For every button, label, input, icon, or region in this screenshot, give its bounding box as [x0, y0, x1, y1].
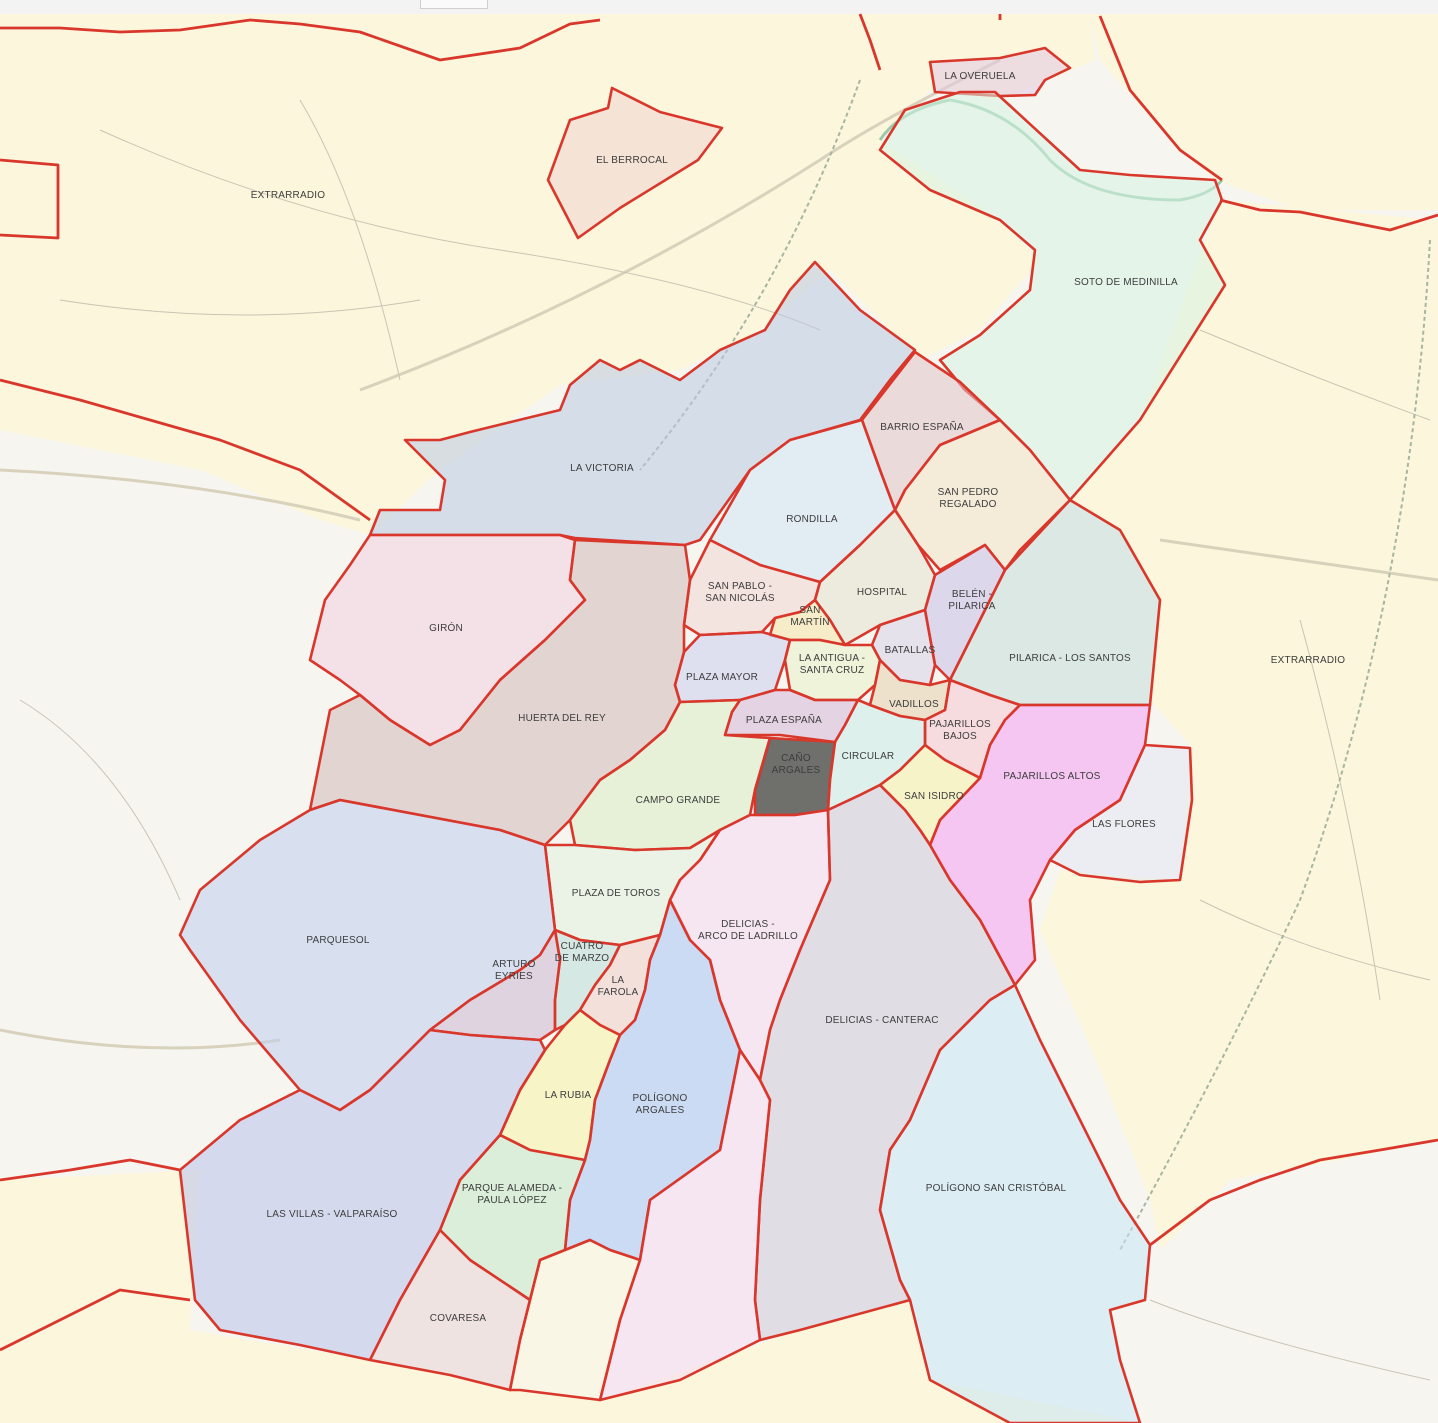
road-east [1159, 538, 1438, 582]
label-san-isidro: SAN ISIDRO [904, 791, 964, 802]
label-la-overuela: LA OVERUELA [944, 71, 1015, 82]
street-3 [1199, 329, 1431, 421]
label-san-pablo-san-nicolas: SAN PABLO -SAN NICOLÁS [705, 581, 775, 604]
railway-north [639, 79, 861, 471]
boundary-north-east [1098, 15, 1223, 182]
outskirts-south-background [0, 1170, 1140, 1423]
street-6 [1149, 1299, 1431, 1381]
label-extrarradio-nw: EXTRARRADIO [251, 190, 325, 201]
label-plaza-mayor: PLAZA MAYOR [686, 672, 758, 683]
district-south-yellow-sector[interactable] [508, 1238, 642, 1402]
label-plaza-espana: PLAZA ESPAÑA [746, 713, 822, 726]
label-pilarica-los-santos: PILARICA - LOS SANTOS [1009, 653, 1131, 664]
label-delicias-canterac: DELICIAS - CANTERAC [825, 1015, 938, 1026]
label-plaza-de-toros: PLAZA DE TOROS [572, 888, 661, 899]
boundary-west-enclave [0, 158, 60, 240]
label-las-flores: LAS FLORES [1092, 819, 1156, 830]
district-labels: LA OVERUELA EL BERROCAL EXTRARRADIO SOTO DE… [251, 71, 1345, 1324]
boundary-west [0, 378, 371, 522]
label-las-villas-valparaiso: LAS VILLAS - VALPARAÍSO [267, 1207, 398, 1220]
label-la-rubia: LA RUBIA [545, 1090, 592, 1101]
outskirts-north-background [0, 14, 1438, 210]
boundary-east-north [1219, 198, 1438, 232]
boundary-southwest-2 [0, 1288, 191, 1352]
street-8 [1299, 619, 1381, 1001]
road-west [0, 468, 361, 522]
label-vadillos: VADILLOS [889, 699, 939, 710]
label-la-antigua-santa-cruz: LA ANTIGUA -SANTA CRUZ [799, 653, 865, 676]
outskirts-east-background [1040, 200, 1438, 1250]
label-covaresa: COVARESA [430, 1313, 487, 1324]
label-parque-alameda-paula-lopez: PARQUE ALAMEDA -PAULA LÓPEZ [462, 1183, 562, 1206]
label-pajarillos-altos: PAJARILLOS ALTOS [1003, 771, 1100, 782]
boundary-southwest [0, 1158, 181, 1182]
top-tab[interactable] [420, 0, 488, 9]
districts-layer [178, 46, 1227, 1423]
label-huerta-del-rey: HUERTA DEL REY [518, 713, 606, 724]
label-poligono-san-cristobal: POLÍGONO SAN CRISTÓBAL [926, 1181, 1067, 1194]
district-las-flores[interactable] [1048, 743, 1194, 884]
label-el-berrocal: EL BERROCAL [596, 155, 668, 166]
boundary-north-mid [858, 13, 882, 71]
road-north [359, 58, 1001, 392]
district-cano-argales[interactable] [753, 736, 837, 817]
boundary-north [0, 18, 601, 62]
label-la-victoria: LA VICTORIA [570, 463, 634, 474]
boundary-east-south [1149, 1138, 1438, 1247]
district-el-berrocal[interactable] [546, 86, 724, 240]
label-extrarradio-e: EXTRARRADIO [1271, 655, 1345, 666]
street-5 [19, 699, 181, 901]
street-7 [299, 99, 401, 381]
outskirts-nw-background [0, 14, 1095, 535]
district-south-pink-sector[interactable] [598, 1048, 772, 1402]
district-las-villas-valparaiso[interactable] [178, 1028, 547, 1362]
street-1 [99, 129, 821, 331]
municipal-boundaries [0, 13, 1438, 1352]
railway-east [1119, 239, 1431, 1251]
district-poligono-san-cristobal[interactable] [878, 983, 1152, 1423]
label-giron: GIRÓN [429, 621, 463, 634]
label-hospital: HOSPITAL [857, 587, 908, 598]
street-4 [1199, 899, 1431, 981]
label-delicias-arco-de-ladrillo: DELICIAS -ARCO DE LADRILLO [698, 919, 798, 942]
label-soto-de-medinilla: SOTO DE MEDINILLA [1074, 277, 1178, 288]
label-parquesol: PARQUESOL [306, 935, 370, 946]
label-belen-pilarica: BELÉN -PILARICA [948, 587, 995, 612]
label-campo-grande: CAMPO GRANDE [636, 795, 721, 806]
label-batallas: BATALLAS [885, 645, 936, 656]
street-2 [59, 299, 421, 316]
label-barrio-espana: BARRIO ESPAÑA [880, 420, 964, 433]
label-circular: CIRCULAR [842, 751, 895, 762]
road-southwest [0, 1028, 281, 1050]
label-rondilla: RONDILLA [786, 514, 838, 525]
